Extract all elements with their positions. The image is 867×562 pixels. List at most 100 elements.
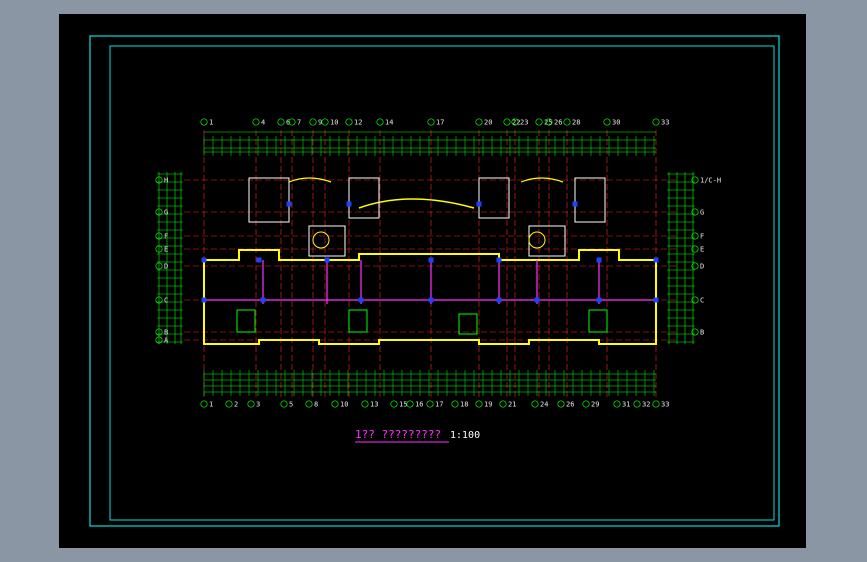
inner-frame: [109, 45, 775, 521]
room-outline: [248, 177, 290, 223]
bottom-axis-label: 16: [415, 401, 423, 409]
stair-block: [458, 313, 478, 335]
left-axis-bubble: [155, 336, 163, 344]
bottom-axis-label: 29: [591, 401, 599, 409]
left-axis-bubble: [155, 296, 163, 304]
left-axis-label: F: [164, 233, 168, 241]
right-axis-label: G: [700, 209, 704, 217]
top-axis-label: 30: [612, 119, 620, 127]
right-axis-label: 1/C-H: [700, 177, 721, 185]
top-axis-bubble: [545, 118, 553, 126]
left-axis-label: H: [164, 177, 168, 185]
right-axis-bubble: [691, 232, 699, 240]
column-marker: [572, 201, 578, 207]
top-axis-bubble: [475, 118, 483, 126]
bottom-axis-bubble: [361, 400, 369, 408]
outer-frame: [89, 35, 780, 527]
right-axis-label: E: [700, 246, 704, 254]
left-axis-label: E: [164, 246, 168, 254]
left-axis-label: D: [164, 263, 168, 271]
column-marker: [653, 297, 659, 303]
column-marker: [496, 257, 502, 263]
bottom-axis-label: 8: [314, 401, 318, 409]
left-axis-label: G: [164, 209, 168, 217]
column-marker: [496, 297, 502, 303]
column-marker: [476, 201, 482, 207]
bay-arc: [288, 177, 332, 183]
spiral-stair: [312, 231, 330, 249]
drawing-scale: 1:100: [450, 430, 480, 441]
top-axis-bubble: [252, 118, 260, 126]
bay-arc: [520, 177, 564, 183]
arched-canopy: [358, 198, 475, 209]
bottom-axis-bubble: [305, 400, 313, 408]
top-axis-bubble: [200, 118, 208, 126]
column-marker: [596, 297, 602, 303]
top-axis-label: 6: [286, 119, 290, 127]
stair-block: [348, 309, 368, 333]
bottom-axis-bubble: [390, 400, 398, 408]
bottom-axis-bubble: [557, 400, 565, 408]
column-marker: [260, 297, 266, 303]
bottom-axis-label: 33: [661, 401, 669, 409]
left-axis-label: B: [164, 329, 168, 337]
bottom-axis-label: 13: [370, 401, 378, 409]
bottom-axis-label: 26: [566, 401, 574, 409]
left-axis-bubble: [155, 176, 163, 184]
top-axis-bubble: [345, 118, 353, 126]
room-outline: [574, 177, 606, 223]
grid-lines: [184, 130, 676, 398]
top-axis-bubble: [603, 118, 611, 126]
column-marker: [346, 201, 352, 207]
bottom-axis-label: 2: [234, 401, 238, 409]
bottom-axis-label: 21: [508, 401, 516, 409]
column-marker: [428, 257, 434, 263]
bottom-axis-bubble: [475, 400, 483, 408]
top-axis-label: 26: [554, 119, 562, 127]
top-axis-label: 23: [520, 119, 528, 127]
top-axis-label: 9: [318, 119, 322, 127]
top-axis-label: 33: [661, 119, 669, 127]
bottom-axis-label: 1: [209, 401, 213, 409]
bottom-axis-bubble: [531, 400, 539, 408]
bottom-axis-bubble: [406, 400, 414, 408]
left-axis-bubble: [155, 328, 163, 336]
bottom-axis-label: 24: [540, 401, 548, 409]
bottom-axis-label: 19: [484, 401, 492, 409]
top-axis-label: 14: [385, 119, 393, 127]
top-axis-bubble: [511, 118, 519, 126]
wall-outlines: [201, 177, 659, 345]
right-axis-bubble: [691, 328, 699, 336]
bottom-axis-bubble: [426, 400, 434, 408]
left-axis-bubble: [155, 208, 163, 216]
right-axis-bubble: [691, 176, 699, 184]
left-axis-label: A: [164, 337, 169, 345]
room-outline: [308, 225, 346, 257]
top-axis-label: 7: [297, 119, 301, 127]
bottom-axis-label: 5: [289, 401, 293, 409]
top-axis-label: 17: [436, 119, 444, 127]
bottom-axis-bubble: [200, 400, 208, 408]
column-marker: [428, 297, 434, 303]
bottom-axis-label: 3: [256, 401, 260, 409]
column-marker: [324, 257, 330, 263]
column-marker: [534, 297, 540, 303]
bottom-axis-bubble: [652, 400, 660, 408]
top-axis-label: 25: [544, 119, 552, 127]
bottom-axis-bubble: [225, 400, 233, 408]
bottom-axis-bubble: [613, 400, 621, 408]
column-marker: [201, 257, 207, 263]
top-axis-bubble: [309, 118, 317, 126]
top-axis-label: 12: [354, 119, 362, 127]
column-marker: [653, 257, 659, 263]
left-axis-label: C: [164, 297, 168, 305]
drawing-title-block: 1?? ????????? 1:100: [355, 428, 480, 443]
top-axis-bubble: [288, 118, 296, 126]
top-axis-bubble: [652, 118, 660, 126]
top-axis-bubble: [563, 118, 571, 126]
right-axis-label: B: [700, 329, 704, 337]
left-axis-bubble: [155, 232, 163, 240]
right-axis-bubble: [691, 245, 699, 253]
